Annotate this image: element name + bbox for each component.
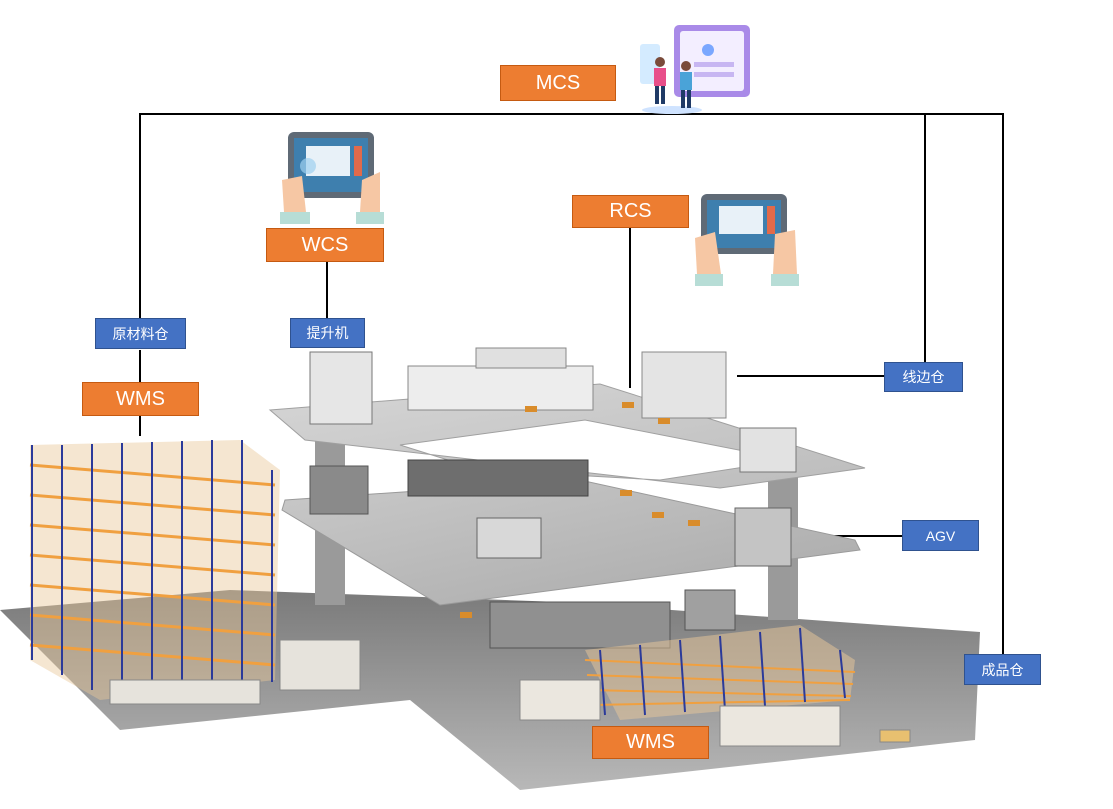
hands-holding-tablet-icon (695, 194, 799, 286)
raw-material-rack (29, 440, 361, 705)
raw-material-warehouse-label: 原材料仓 (95, 318, 186, 349)
agv-robots (460, 402, 700, 618)
finished-goods-warehouse-label: 成品仓 (964, 654, 1041, 685)
agv-label: AGV (902, 520, 979, 551)
hands-holding-tablet-icon (280, 132, 384, 224)
finished-goods-rack (519, 625, 911, 747)
elevator-label: 提升机 (290, 318, 365, 348)
floor-equipment (309, 347, 797, 649)
wcs-label: WCS (266, 228, 384, 262)
wms-raw-label: WMS (82, 382, 199, 416)
line-side-warehouse-label: 线边仓 (884, 362, 963, 392)
people-with-tablet-icon (640, 25, 750, 114)
mcs-label: MCS (500, 65, 616, 101)
rcs-label: RCS (572, 195, 689, 228)
wms-finished-label: WMS (592, 726, 709, 759)
